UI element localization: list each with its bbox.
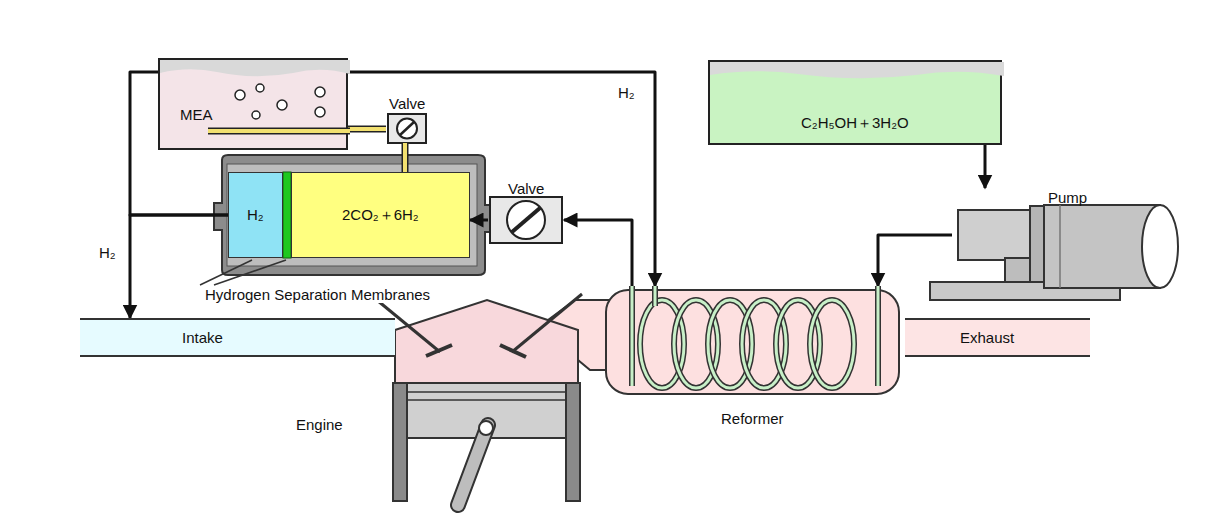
intake-pipe: Intake bbox=[80, 318, 395, 357]
node-label: Valve bbox=[508, 180, 544, 197]
valve: Valve bbox=[386, 95, 428, 143]
valve-head bbox=[500, 345, 526, 357]
tube-outline bbox=[348, 126, 386, 133]
piston bbox=[407, 383, 566, 438]
flow-label: H₂ bbox=[616, 84, 637, 101]
separation-membrane bbox=[283, 172, 291, 258]
motor-rib bbox=[1059, 205, 1061, 288]
ethanol-tank-drawing bbox=[710, 62, 1004, 147]
node-label: Exhaust bbox=[960, 329, 1014, 346]
node-label: MEA bbox=[180, 106, 213, 123]
valve-plate bbox=[400, 122, 414, 135]
valve-symbol bbox=[388, 114, 426, 143]
reformer: Reformer bbox=[600, 286, 905, 432]
cylinder-wall bbox=[566, 383, 580, 501]
motor-end bbox=[1142, 205, 1178, 288]
node-label: 2CO₂＋6H₂ bbox=[342, 206, 419, 223]
leader-line bbox=[214, 260, 286, 285]
connector-line bbox=[984, 145, 987, 188]
pump-head bbox=[958, 210, 1030, 260]
part-label: Hydrogen Separation Membranes bbox=[203, 286, 432, 303]
node-label: H₂ bbox=[247, 206, 264, 223]
tube-outline bbox=[402, 143, 409, 172]
tube-connector bbox=[348, 129, 386, 130]
flow-label: H₂ bbox=[97, 244, 118, 261]
exhaust-pipe: Exhaust bbox=[905, 318, 1090, 357]
connector-line bbox=[564, 220, 632, 286]
connector-line bbox=[878, 235, 952, 286]
connector-line bbox=[403, 143, 407, 172]
piston-pin bbox=[479, 421, 493, 435]
valve-head bbox=[426, 345, 452, 356]
mea-tank: MEA bbox=[158, 58, 348, 150]
valve-symbol bbox=[490, 197, 562, 243]
valve-disc bbox=[507, 201, 545, 239]
connecting-rod bbox=[458, 425, 488, 505]
pump-coupling bbox=[1030, 206, 1044, 282]
reformer-drawing bbox=[600, 286, 905, 398]
exhaust-valve-stem bbox=[512, 294, 582, 352]
pipe-connector bbox=[985, 145, 986, 188]
ethanol-tank: C₂H₅OH＋3H₂O bbox=[708, 60, 1002, 145]
node-label: Reformer bbox=[721, 410, 784, 427]
piston-ring bbox=[407, 391, 566, 393]
node-label: C₂H₅OH＋3H₂O bbox=[801, 114, 909, 131]
connector-line bbox=[470, 219, 488, 222]
valve-plate bbox=[512, 208, 540, 232]
connector-line bbox=[348, 127, 386, 131]
cylinder-wall bbox=[393, 383, 407, 501]
separator-housing bbox=[214, 155, 492, 275]
node-label: Engine bbox=[296, 416, 343, 433]
pipe-connector bbox=[470, 220, 488, 221]
node-label: Valve bbox=[389, 95, 425, 112]
combustion-chamber bbox=[395, 300, 578, 383]
pipe-connector bbox=[878, 235, 952, 286]
gas-chamber: 2CO₂＋6H₂ bbox=[291, 172, 470, 258]
piston-ring bbox=[407, 399, 566, 401]
hydrogen-chamber: H₂ bbox=[228, 172, 283, 258]
housing-inner-wall bbox=[227, 164, 477, 266]
engine: Engine bbox=[290, 330, 585, 505]
pipe-connector bbox=[564, 220, 632, 286]
node-label: Pump bbox=[1048, 189, 1087, 206]
valve: Valve bbox=[488, 180, 564, 244]
tube-connector bbox=[405, 143, 406, 172]
node-label: Intake bbox=[182, 329, 223, 346]
connecting-rod bbox=[458, 425, 488, 505]
valve-disc bbox=[397, 119, 417, 139]
pump: Pump bbox=[952, 188, 1180, 300]
